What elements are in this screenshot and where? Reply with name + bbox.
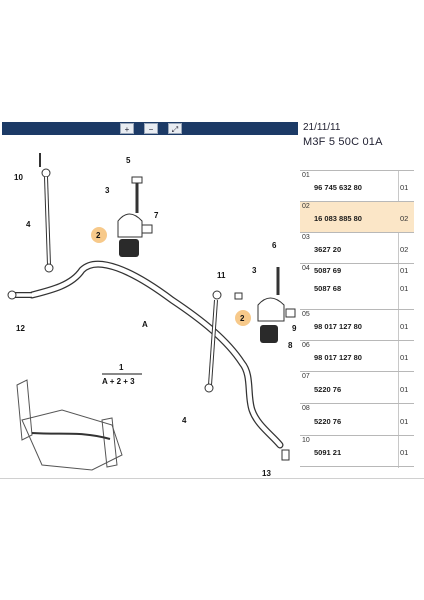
zoom-out-icon[interactable]: −: [144, 123, 158, 134]
parts-table: 01 96 745 632 80 01 02 16 083 885 80 02 …: [300, 170, 414, 467]
callout-3-left: 3: [105, 186, 110, 195]
callout-2-right: 2: [240, 314, 245, 323]
exploded-view-drawing: 10 5 3 4 7 2 6 11 3 9 12 A 2 8 1 A + 2 +…: [7, 153, 297, 478]
callout-12: 12: [16, 324, 25, 333]
qty-column-divider: [398, 170, 399, 468]
row-reference-alt: 5087 68: [314, 284, 342, 293]
parts-row[interactable]: 01 96 745 632 80 01: [300, 171, 414, 202]
callout-7: 7: [154, 211, 159, 220]
callout-A: A: [142, 320, 148, 329]
row-reference: 5087 69: [314, 266, 342, 275]
row-index: 04: [302, 265, 310, 272]
row-quantity: 01: [400, 353, 409, 362]
callout-formula: A + 2 + 3: [102, 377, 135, 386]
bottom-divider: [0, 478, 424, 479]
parts-row[interactable]: 08 5220 76 01: [300, 404, 414, 436]
row-reference: 98 017 127 80: [314, 322, 362, 331]
diagram-toolbar: + − ⤢: [2, 122, 298, 135]
row-quantity: 01: [400, 183, 409, 192]
row-quantity-alt: 01: [400, 284, 409, 293]
parts-row[interactable]: 03 3627 20 02: [300, 233, 414, 264]
callout-13: 13: [262, 469, 271, 477]
row-quantity: 02: [400, 214, 409, 223]
row-quantity: 02: [400, 245, 409, 254]
parts-row[interactable]: 06 98 017 127 80 01: [300, 341, 414, 372]
row-reference: 16 083 885 80: [314, 214, 362, 223]
row-index: 01: [302, 172, 310, 179]
row-quantity: 01: [400, 448, 409, 457]
callout-2-left: 2: [96, 231, 101, 240]
row-reference: 3627 20: [314, 245, 342, 254]
callout-4-left: 4: [26, 220, 31, 229]
row-quantity: 01: [400, 266, 409, 275]
callout-11: 11: [217, 271, 226, 280]
parts-row[interactable]: 07 5220 76 01: [300, 372, 414, 404]
row-index: 07: [302, 373, 310, 380]
row-index: 05: [302, 311, 310, 318]
parts-row[interactable]: 04 5087 69 01 5087 68 01: [300, 264, 414, 310]
callout-1: 1: [119, 363, 124, 372]
row-reference: 5220 76: [314, 385, 342, 394]
row-reference: 5220 76: [314, 417, 342, 426]
stabilizer-bar-diagram: 10 5 3 4 7 2 6 11 3 9 12 A 2 8 1 A + 2 +…: [2, 135, 298, 478]
row-index: 03: [302, 234, 310, 241]
callout-8: 8: [288, 341, 293, 350]
callout-5: 5: [126, 156, 131, 165]
row-index: 06: [302, 342, 310, 349]
row-index: 02: [302, 203, 310, 210]
row-quantity: 01: [400, 417, 409, 426]
row-reference: 5091 21: [314, 448, 342, 457]
row-reference: 98 017 127 80: [314, 353, 362, 362]
row-index: 08: [302, 405, 310, 412]
parts-row-selected[interactable]: 02 16 083 885 80 02: [300, 202, 414, 233]
row-reference: 96 745 632 80: [314, 183, 362, 192]
catalog-code: M3F 5 50C 01A: [303, 136, 383, 148]
callout-3-right: 3: [252, 266, 257, 275]
callout-4-right: 4: [182, 416, 187, 425]
zoom-in-icon[interactable]: +: [120, 123, 134, 134]
parts-row[interactable]: 05 98 017 127 80 01: [300, 310, 414, 341]
catalog-date: 21/11/11: [303, 122, 341, 133]
zoom-fit-icon[interactable]: ⤢: [168, 123, 182, 134]
callout-9: 9: [292, 324, 297, 333]
callout-10: 10: [14, 173, 23, 182]
row-quantity: 01: [400, 322, 409, 331]
row-index: 10: [302, 437, 310, 444]
parts-panel: [300, 120, 414, 478]
row-quantity: 01: [400, 385, 409, 394]
parts-row[interactable]: 10 5091 21 01: [300, 436, 414, 467]
callout-6: 6: [272, 241, 277, 250]
